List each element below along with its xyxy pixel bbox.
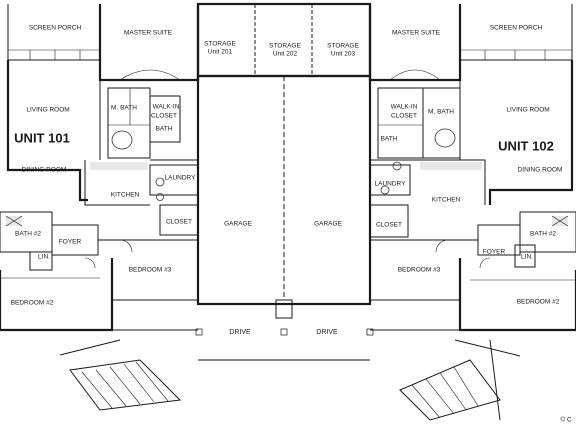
unit-102-bath-2-label: BATH #2	[530, 231, 556, 238]
unit-102-closet-label: CLOSET	[376, 222, 402, 229]
storage-201-unit: Unit 201	[208, 49, 233, 56]
unit-102-lin-label: LIN.	[521, 254, 533, 261]
drive-right-label: DRIVE	[316, 329, 338, 336]
unit-102-bedroom-2-label: BEDROOM #2	[517, 299, 560, 306]
unit-101-walk-in-closet-label: CLOSET	[151, 113, 177, 120]
unit-101-bath-label: BATH	[156, 126, 173, 133]
garage-left-label: GARAGE	[224, 221, 252, 228]
copyright-watermark: © C	[560, 416, 572, 424]
unit-102-bedroom-3-label: BEDROOM #3	[398, 267, 441, 274]
unit-101-master-suite-label: MASTER SUITE	[124, 30, 173, 37]
unit-102-m-bath-label: M. BATH	[428, 109, 454, 116]
unit-101-living-room-label: LIVING ROOM	[26, 107, 69, 114]
unit-101-screen-porch-label: SCREEN PORCH	[29, 25, 82, 32]
unit-101-bedroom-2-label: BEDROOM #2	[11, 300, 54, 307]
storage-203-unit: Unit 203	[331, 51, 356, 58]
unit-102-laundry-label: LAUNDRY	[375, 181, 407, 188]
unit-101-dining-room-label: DINING ROOM	[22, 167, 67, 174]
unit-101-kitchen-label: KITCHEN	[111, 192, 140, 199]
unit-101-laundry-label: LAUNDRY	[165, 175, 197, 182]
unit-102-foyer-label: FOYER	[483, 249, 506, 256]
unit-102-walk-in-closet-label: CLOSET	[391, 113, 417, 120]
unit-102-screen-porch-label: SCREEN PORCH	[490, 25, 543, 32]
unit-102-kitchen-label: KITCHEN	[432, 197, 461, 204]
drive-left-label: DRIVE	[229, 329, 251, 336]
unit-101-walls	[0, 4, 200, 411]
garage-right-label: GARAGE	[314, 221, 342, 228]
storage-202-unit: Unit 202	[273, 51, 298, 58]
unit-101-walk-in-label: WALK-IN	[153, 104, 180, 111]
unit-101-foyer-label: FOYER	[59, 239, 82, 246]
unit-101-lin-label: LIN.	[38, 254, 50, 261]
unit-101-m-bath-label: M. BATH	[111, 105, 137, 112]
unit-102-title: UNIT 102	[498, 138, 554, 153]
storage-202-label: STORAGE	[269, 43, 301, 50]
unit-102-dining-room-label: DINING ROOM	[518, 167, 563, 174]
unit-102-walk-in-label: WALK-IN	[391, 104, 418, 111]
storage-203-label: STORAGE	[327, 43, 359, 50]
unit-102-walls	[368, 4, 576, 421]
unit-102-bath-label: BATH	[381, 136, 398, 143]
unit-101-closet-label: CLOSET	[166, 219, 192, 226]
storage-201-label: STORAGE	[204, 41, 236, 48]
unit-101-bath-2-label: BATH #2	[15, 231, 41, 238]
unit-102-living-room-label: LIVING ROOM	[506, 107, 549, 114]
unit-102-master-suite-label: MASTER SUITE	[392, 30, 441, 37]
unit-101-bedroom-3-label: BEDROOM #3	[129, 267, 172, 274]
unit-101-title: UNIT 101	[14, 130, 70, 145]
